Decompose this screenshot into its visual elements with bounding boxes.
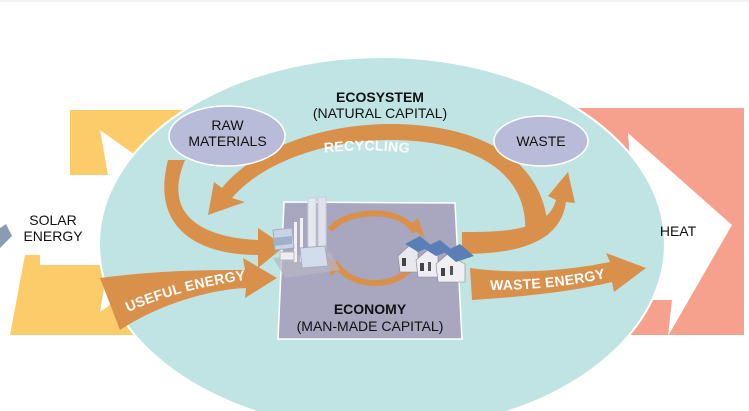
waste-energy-arrow — [470, 253, 646, 300]
raw-materials-node — [168, 105, 286, 167]
solar-energy-label: SOLAR ENERGY — [18, 213, 88, 243]
ecosystem-title: ECOSYSTEM — [336, 89, 424, 105]
useful-energy-arrow — [100, 258, 277, 330]
top-border — [0, 0, 749, 2]
economy-title: ECONOMY — [333, 301, 407, 317]
economy-subtitle: (MAN-MADE CAPITAL) — [296, 318, 444, 334]
solar-line1: SOLAR — [29, 212, 77, 228]
raw-materials-line1: RAW — [211, 117, 244, 133]
waste-label: WASTE — [516, 133, 566, 149]
houses-icon — [397, 236, 474, 283]
recycling-label: RECYCLING — [323, 137, 411, 156]
heat-label: HEAT — [659, 223, 697, 239]
factory-icon — [272, 196, 340, 278]
raw-materials-line2: MATERIALS — [188, 133, 267, 149]
raw-materials-arrow — [164, 160, 285, 268]
raw-materials-label: RAW MATERIALS — [170, 118, 285, 148]
solar-line2: ENERGY — [23, 228, 83, 244]
recycling-arrow — [208, 124, 548, 235]
waste-node — [493, 115, 589, 167]
ecosystem-subtitle: (NATURAL CAPITAL) — [312, 105, 448, 121]
waste-branch-arrow — [462, 172, 575, 254]
solar-panel-icon — [0, 224, 12, 248]
